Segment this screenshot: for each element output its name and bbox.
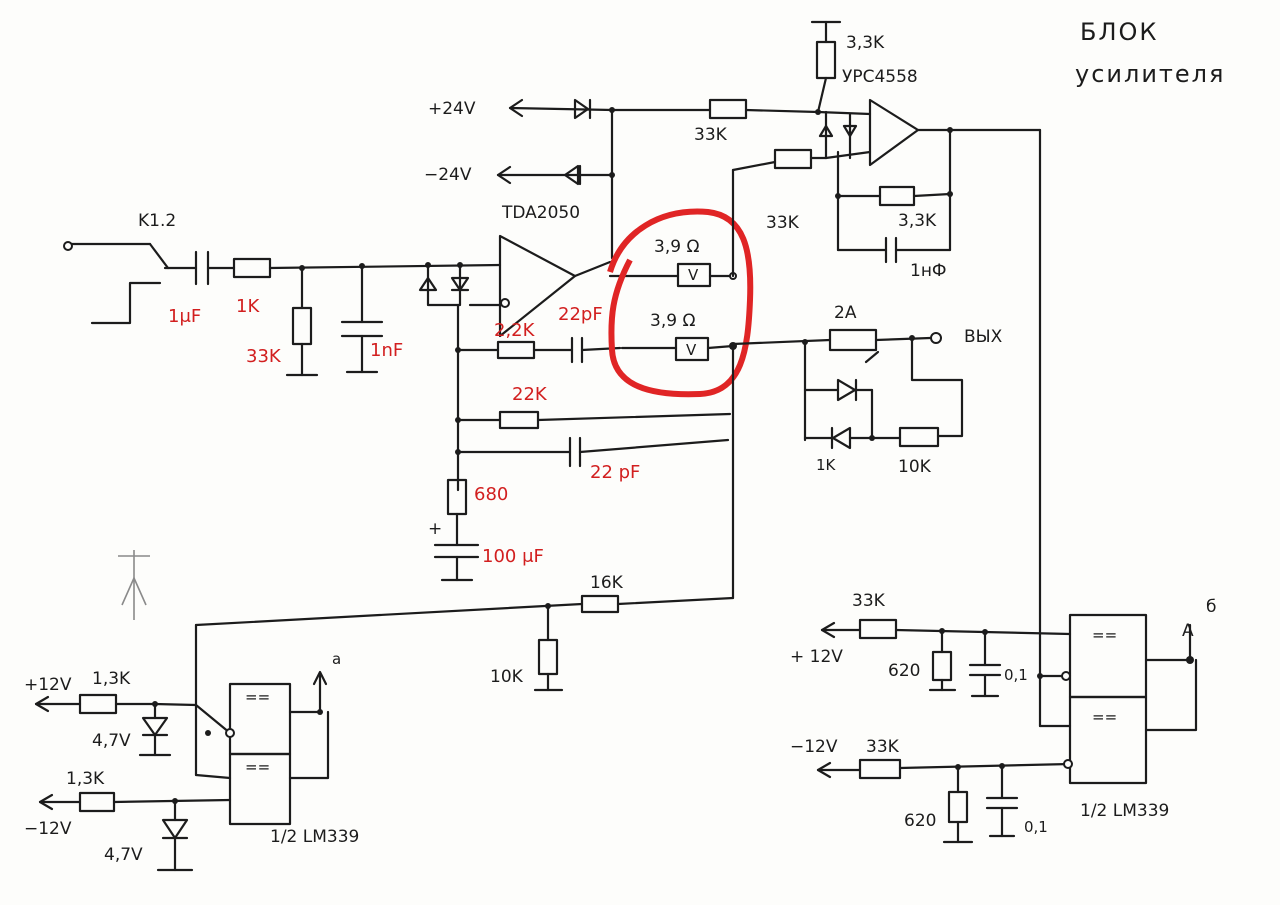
resistor-33k-supply <box>708 98 748 120</box>
output-led-network <box>803 336 964 450</box>
relay-label: K1.2 <box>138 211 176 231</box>
svg-text:==: == <box>1092 626 1117 644</box>
lm339-left-label: 1/2 LM339 <box>270 827 359 847</box>
svg-text:==: == <box>1092 708 1117 726</box>
input-protection-diodes <box>418 263 470 307</box>
r-1-3k-b-label: 1,3K <box>66 769 105 789</box>
r-3-9-bot-label: 3,9 Ω <box>650 311 695 331</box>
plus24-label: +24V <box>428 99 476 119</box>
sheet-title-line1: БЛОК <box>1080 18 1158 46</box>
r-33k-r1-label: 33K <box>852 591 886 611</box>
tda2050-label: TDA2050 <box>501 203 580 223</box>
c-01-a-label: 0,1 <box>1004 666 1028 684</box>
r-in-label: 1K <box>236 296 260 317</box>
output-label: ВЫХ <box>964 327 1003 347</box>
resistor-1-3k-a <box>78 693 118 715</box>
sheet-title-line2: усилителя <box>1075 60 1225 88</box>
svg-text:V: V <box>686 341 697 359</box>
r-33k-r2-label: 33K <box>866 737 900 757</box>
r-10k-div-label: 10K <box>490 667 524 687</box>
tda2050-amplifier <box>468 234 577 338</box>
capacitor-1nf-input <box>340 265 384 374</box>
resistor-33k-input <box>285 266 319 377</box>
r-33k-in-label: 33K <box>246 346 282 367</box>
supply-minus24 <box>496 164 614 186</box>
resistor-620-a <box>931 650 953 682</box>
supply-plus24 <box>508 98 614 120</box>
resistor-33k-op-fb <box>878 185 916 207</box>
resistor-33k-r2 <box>858 758 902 780</box>
input-resistor <box>232 257 272 279</box>
r-16k-label: 16K <box>590 573 624 593</box>
svg-text:==: == <box>245 758 270 776</box>
highlight-circle <box>607 208 754 398</box>
plus12-left-label: +12V <box>24 675 72 695</box>
zener-4-7-b <box>156 799 194 872</box>
r-3-9-top-label: 3,9 Ω <box>654 237 699 257</box>
svg-text:==: == <box>245 688 270 706</box>
r-33k-supply-label: 33K <box>694 125 728 145</box>
r-33k-op-fb1-label: 33K <box>766 213 800 233</box>
r-1-3k-a-label: 1,3K <box>92 669 131 689</box>
resistor-33k-op-top <box>810 20 842 114</box>
resistor-2-2k <box>496 340 536 360</box>
c-01-b-label: 0,1 <box>1024 818 1048 836</box>
fuse-2a <box>828 328 878 352</box>
sketch-ground-symbol <box>118 550 150 620</box>
c-in-label: 1μF <box>168 306 201 327</box>
resistor-22k <box>498 410 540 430</box>
capacitor-100uf: + <box>428 519 480 582</box>
r-2-2k-label: 2,2K <box>494 320 536 341</box>
resistor-33k-r1 <box>858 618 898 640</box>
r-10k-out-label: 10K <box>898 457 932 477</box>
r-22k-label: 22K <box>512 384 548 405</box>
zener-4-7-a <box>138 702 172 757</box>
resistor-620-b <box>947 790 969 824</box>
resistor-10k-div <box>537 638 559 676</box>
r-680-label: 680 <box>474 484 508 505</box>
opamp-label: УРС4558 <box>842 67 918 87</box>
minus12-left-label: −12V <box>24 819 72 839</box>
c-22pf-label: 22 pF <box>590 462 640 483</box>
pin-a-label: а <box>332 650 341 668</box>
z-4-7-a-label: 4,7V <box>92 731 131 751</box>
minus24-label: −24V <box>424 165 472 185</box>
r-620-b-label: 620 <box>904 811 936 831</box>
resistor-33k-op-in <box>773 148 813 170</box>
pin-A-label: A <box>1182 621 1194 641</box>
r-33k-op-top-label: 3,3K <box>846 33 885 53</box>
r-620-a-label: 620 <box>888 661 920 681</box>
svg-text:+: + <box>428 519 442 539</box>
resistor-16k <box>580 594 620 614</box>
pin-b-label: б <box>1206 597 1216 617</box>
c-1nf-label: 1nF <box>370 340 403 361</box>
diode-out-label: 1K <box>816 456 837 474</box>
lm339-left: == == <box>228 682 292 826</box>
c-100uf-label: 100 μF <box>482 546 544 567</box>
c-22pf-top-label: 22pF <box>558 304 603 325</box>
input-jack <box>63 241 170 325</box>
c-1nf-op-label: 1нФ <box>910 261 947 281</box>
z-4-7-b-label: 4,7V <box>104 845 143 865</box>
capacitor-01-b <box>985 764 1019 838</box>
r-33k-op-fb2-label: 3,3K <box>898 211 937 231</box>
resistor-1-3k-b <box>78 791 116 813</box>
svg-text:V: V <box>688 266 699 284</box>
minus12-right-label: −12V <box>790 737 838 757</box>
opamp-4558 <box>868 98 920 167</box>
fuse-label: 2A <box>834 303 857 323</box>
capacitor-01-a <box>968 630 1002 698</box>
lm339-right: == == <box>1068 613 1148 785</box>
input-capacitor <box>194 250 210 286</box>
plus12-right-label: + 12V <box>790 647 843 667</box>
lm339-right-label: 1/2 LM339 <box>1080 801 1169 821</box>
